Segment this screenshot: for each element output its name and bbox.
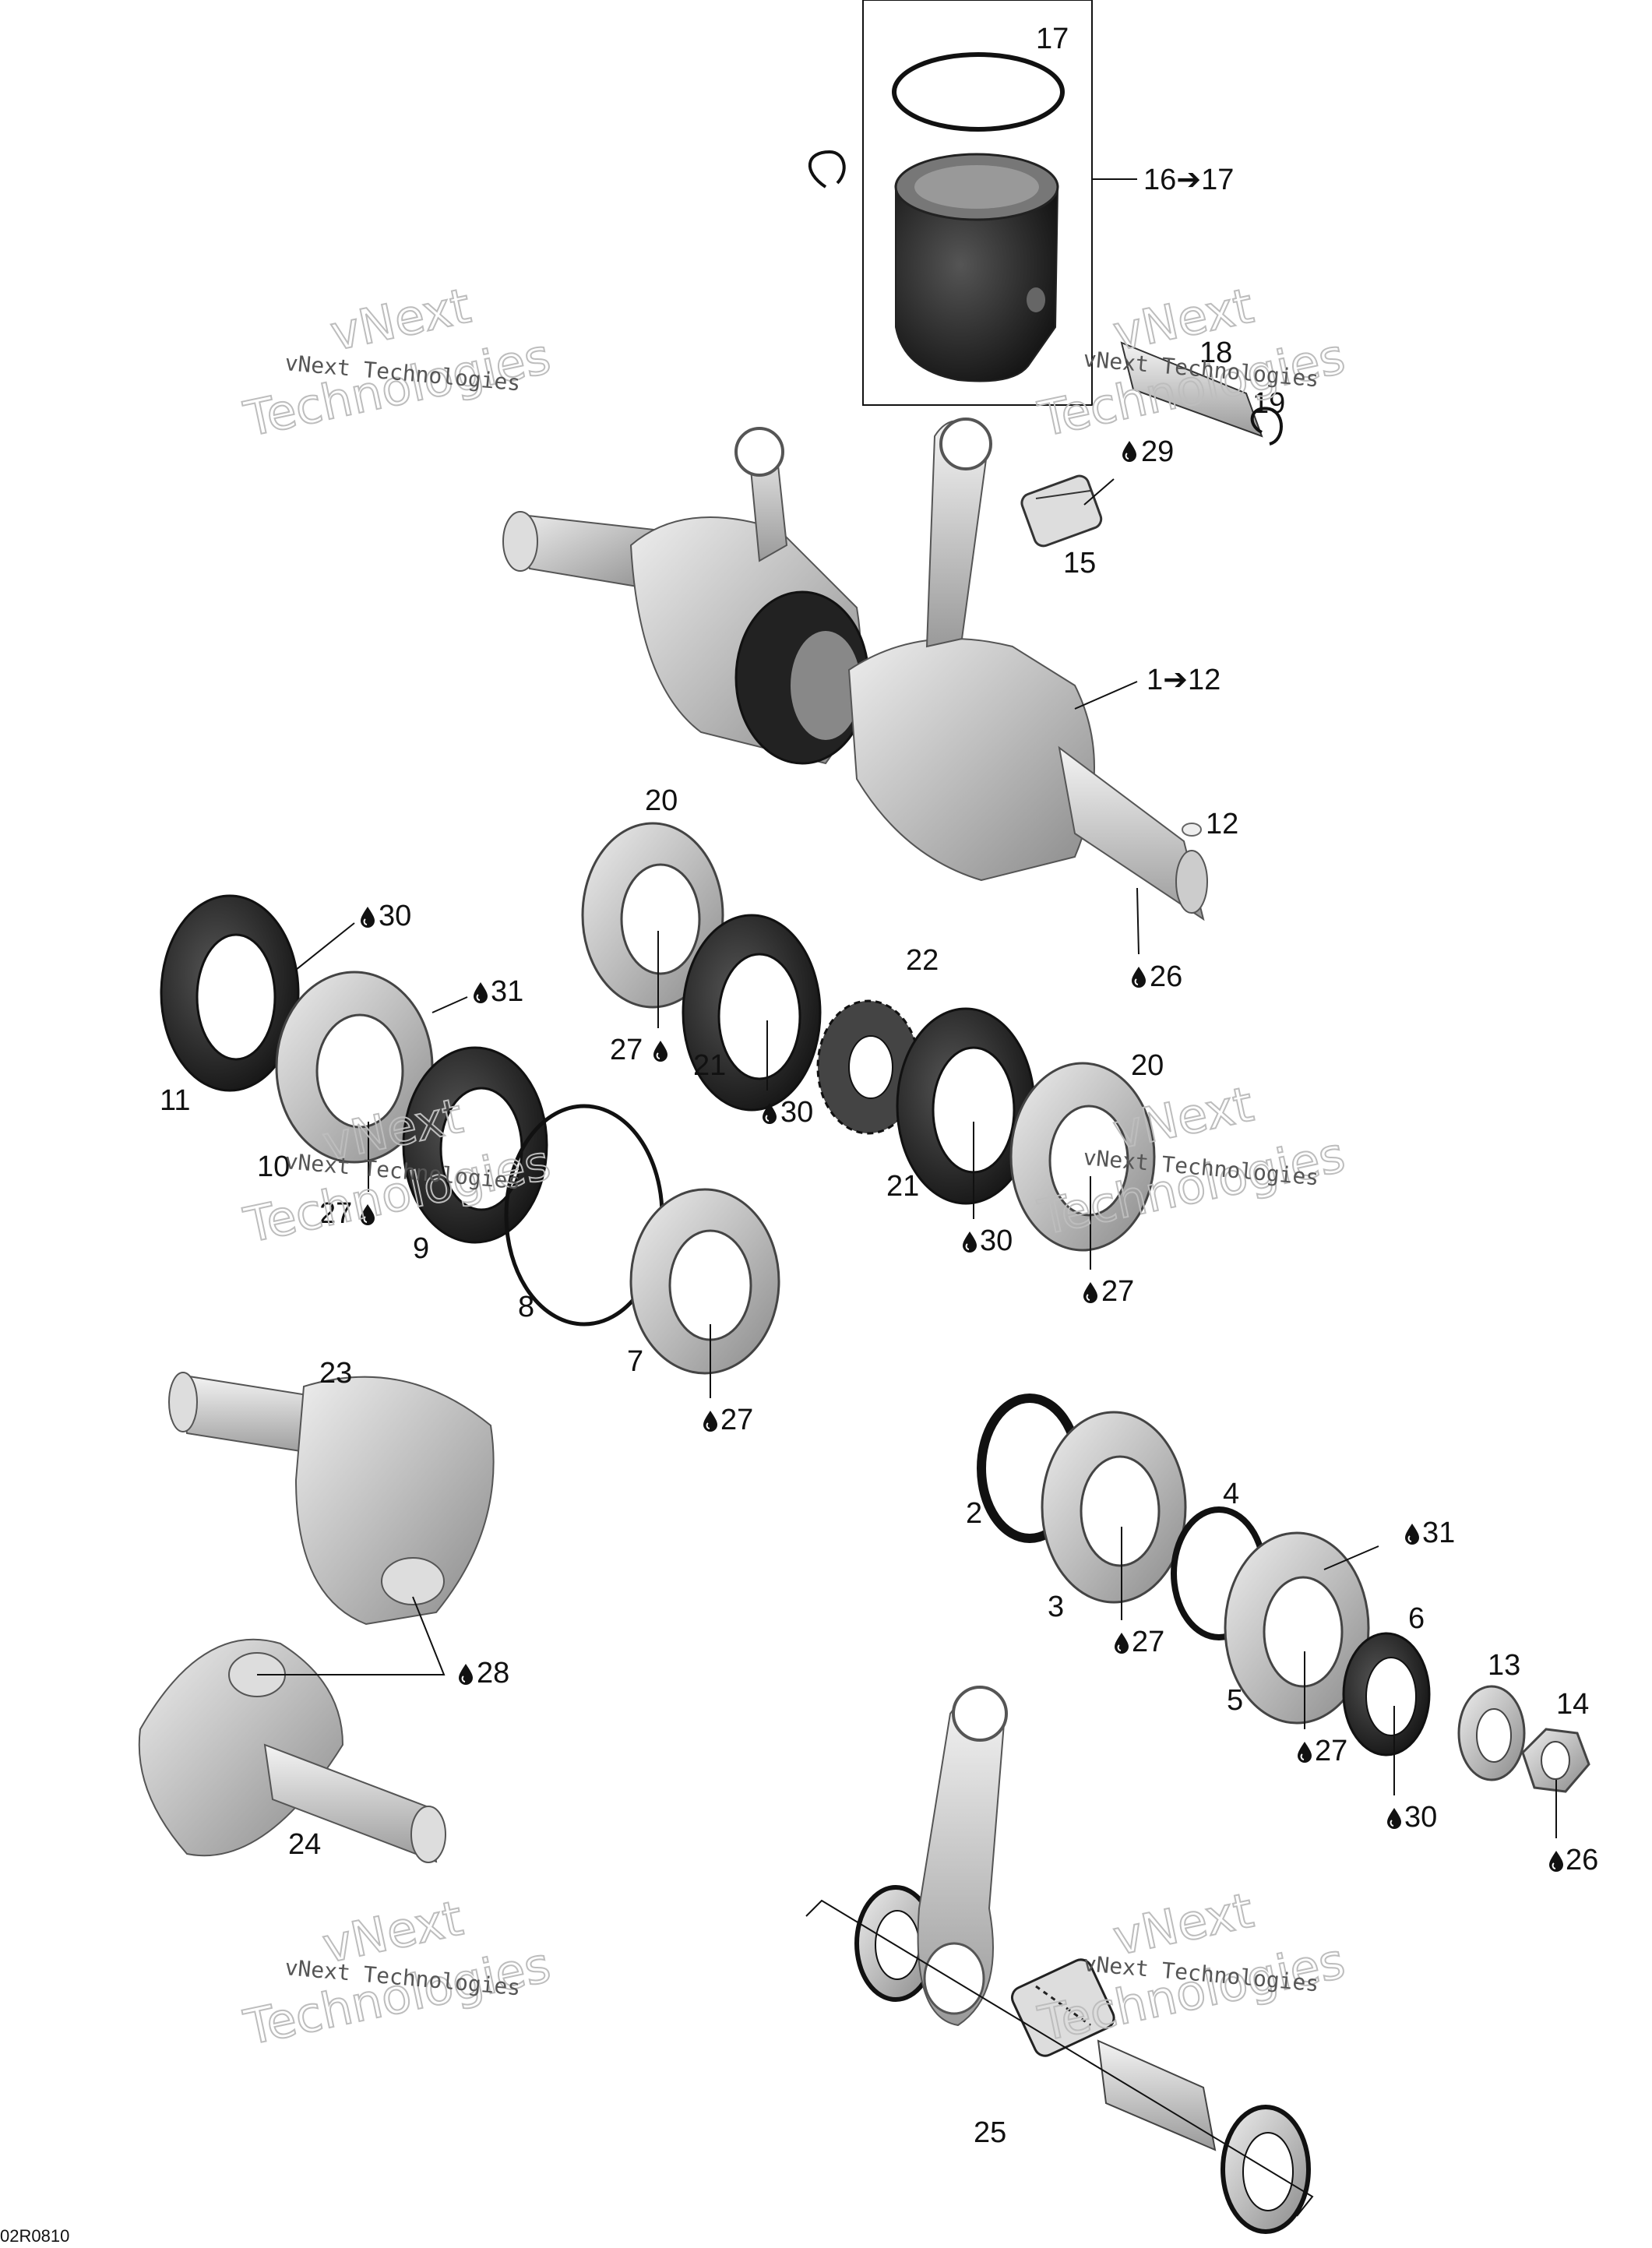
- label-7: 7: [627, 1345, 643, 1378]
- seal-6[interactable]: [1342, 1632, 1431, 1756]
- label-14: 14: [1556, 1688, 1589, 1721]
- drop-icon: [653, 1040, 668, 1062]
- label-26-nut: 26: [1566, 1844, 1598, 1876]
- piston-pin[interactable]: [1120, 341, 1263, 438]
- seal-11[interactable]: [160, 894, 300, 1092]
- bearing-7[interactable]: [629, 1188, 780, 1375]
- leader-lines: [257, 178, 1557, 1838]
- label-15: 15: [1063, 547, 1096, 580]
- label-23: 23: [319, 1357, 352, 1390]
- drop-icon: [962, 1231, 977, 1253]
- drop-icon: [1114, 1632, 1129, 1654]
- label-20-right: 20: [1131, 1049, 1164, 1082]
- label-11: 11: [160, 1084, 190, 1117]
- watermark-top-right: vNext Technologies vNext Technologies: [1033, 277, 1351, 449]
- drop-icon: [1386, 1807, 1402, 1829]
- bearing-20-left[interactable]: [581, 822, 724, 1009]
- pin-circlip[interactable]: [1250, 407, 1283, 446]
- label-10: 10: [257, 1150, 290, 1183]
- seal-21-right[interactable]: [896, 1007, 1036, 1205]
- drop-icon: [1122, 440, 1137, 462]
- bearing-20-right[interactable]: [1009, 1062, 1156, 1252]
- drop-icon: [1297, 1741, 1312, 1763]
- piston-assembly-group: [808, 0, 1283, 446]
- label-18: 18: [1199, 336, 1232, 369]
- label-3: 3: [1048, 1591, 1064, 1623]
- nut-14[interactable]: [1521, 1728, 1590, 1793]
- woodruff-key[interactable]: [1182, 823, 1202, 837]
- piston-circlip[interactable]: [808, 150, 846, 189]
- drop-icon: [458, 1663, 474, 1685]
- label-12: 12: [1206, 808, 1238, 840]
- piston-ring[interactable]: [892, 52, 1065, 132]
- reference-code: 02R0810: [0, 2226, 69, 2246]
- label-24: 24: [288, 1828, 321, 1861]
- label-6: 6: [1408, 1602, 1425, 1635]
- label-30-left: 30: [379, 900, 411, 932]
- watermark-bottom-left: vNext Technologies vNext Technologies: [238, 1889, 556, 2057]
- crankshaft-assembly[interactable]: [502, 418, 1208, 921]
- label-27-mid: 27: [610, 1034, 643, 1066]
- label-2: 2: [966, 1497, 982, 1530]
- label-13: 13: [1488, 1649, 1520, 1682]
- needle-bearing-top[interactable]: [1020, 474, 1104, 549]
- bearing-10[interactable]: [275, 971, 434, 1164]
- label-26-top: 26: [1150, 960, 1182, 993]
- drop-icon: [1131, 966, 1147, 988]
- label-19: 19: [1252, 387, 1285, 420]
- label-5: 5: [1227, 1684, 1243, 1717]
- label-27-bearing3: 27: [1132, 1626, 1164, 1658]
- drop-icon: [1548, 1850, 1564, 1872]
- label-28: 28: [477, 1657, 509, 1690]
- drop-icon: [360, 906, 375, 928]
- label-30-mid: 30: [780, 1096, 813, 1129]
- drop-icon: [1404, 1523, 1420, 1545]
- drop-icon: [473, 981, 488, 1003]
- watermarks: vNext Technologies vNext Technologies vN…: [238, 277, 1351, 2057]
- piston-frame: [862, 0, 1093, 406]
- label-29: 29: [1141, 435, 1174, 468]
- drop-icon: [1083, 1281, 1098, 1303]
- label-27-bearing5: 27: [1315, 1735, 1347, 1767]
- label-20-left: 20: [645, 784, 678, 817]
- label-9: 9: [413, 1232, 429, 1265]
- label-30-right: 30: [980, 1224, 1013, 1257]
- connecting-rod-kit-25[interactable]: [805, 1686, 1314, 2234]
- bearing-3[interactable]: [1041, 1411, 1187, 1604]
- watermark-top-left: vNext Technologies vNext Technologies: [238, 277, 556, 449]
- label-16: 16➔17: [1143, 164, 1234, 196]
- gear-22[interactable]: [816, 999, 921, 1135]
- label-1: 1➔12: [1147, 664, 1221, 696]
- label-25: 25: [974, 2116, 1006, 2149]
- label-17: 17: [1036, 23, 1069, 55]
- label-27-left: 27: [319, 1197, 352, 1230]
- label-27-bearing7: 27: [720, 1404, 753, 1436]
- label-31-left: 31: [491, 975, 523, 1008]
- crank-half-23[interactable]: [168, 1372, 495, 1626]
- label-22: 22: [906, 944, 939, 977]
- label-21-left: 21: [693, 1049, 726, 1082]
- crank-half-24[interactable]: [138, 1638, 446, 1863]
- label-31-right: 31: [1422, 1517, 1455, 1549]
- drop-icon: [703, 1410, 718, 1432]
- label-21-right: 21: [886, 1170, 919, 1203]
- piston[interactable]: [894, 153, 1059, 382]
- bearing-5[interactable]: [1224, 1531, 1370, 1725]
- label-8: 8: [518, 1291, 534, 1323]
- seal-21-left[interactable]: [682, 914, 822, 1112]
- part-labels: 17 16➔17 18 19 29 15 1➔12 12 26 20 30 31…: [160, 23, 1598, 2149]
- label-4: 4: [1223, 1478, 1239, 1510]
- washer-13[interactable]: [1457, 1685, 1526, 1781]
- label-30-seal6: 30: [1404, 1801, 1437, 1834]
- label-27-right: 27: [1101, 1275, 1134, 1308]
